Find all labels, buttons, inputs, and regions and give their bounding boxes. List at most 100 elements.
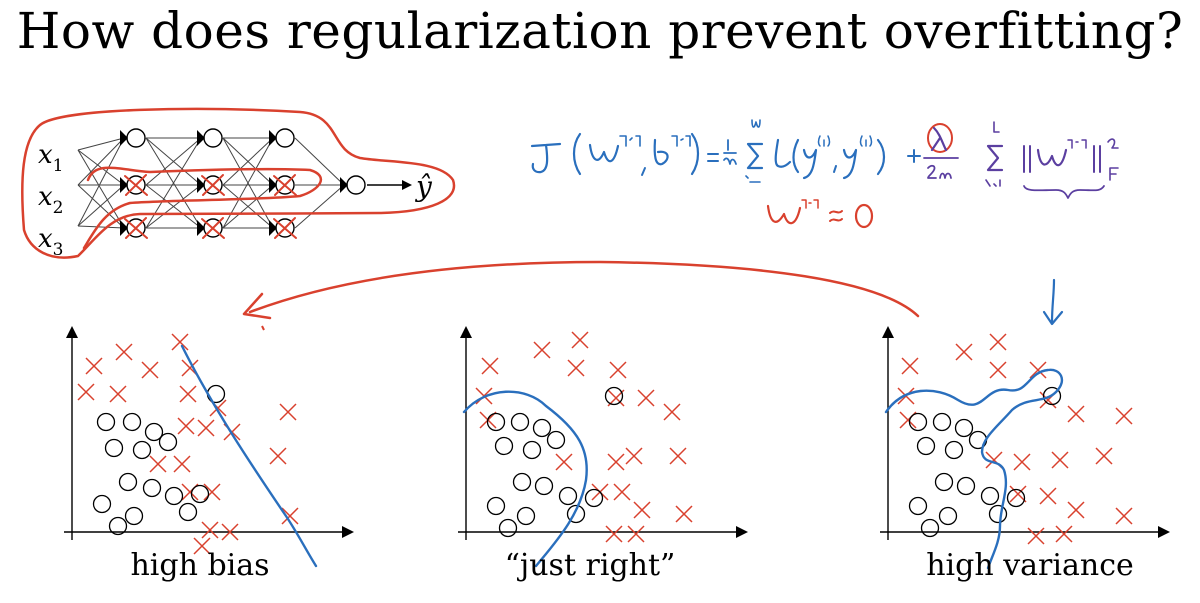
circle-marker	[534, 476, 554, 496]
circle-marker	[980, 486, 1000, 506]
cross-marker	[197, 419, 215, 437]
circle-marker	[510, 412, 530, 432]
cross-marker	[605, 525, 623, 543]
classification-plots	[64, 325, 1170, 570]
circle-marker	[144, 422, 164, 442]
cross-marker	[269, 447, 287, 465]
decision-boundary	[462, 390, 588, 568]
node-activation-mark	[340, 177, 348, 193]
cross-marker	[607, 453, 625, 471]
hidden-node	[269, 217, 297, 239]
cross-marker	[203, 483, 221, 501]
hidden-node	[197, 128, 223, 148]
cross-marker	[955, 343, 973, 361]
neural-network: x1 x2 x3 ŷ	[21, 107, 456, 260]
cross-marker	[1067, 501, 1085, 519]
cross-marker	[141, 361, 159, 379]
circle-marker	[558, 486, 578, 506]
cost-function	[530, 119, 1119, 229]
circle-marker	[604, 386, 624, 406]
network-inner-loop	[82, 166, 323, 250]
y-axis-arrowhead	[882, 326, 894, 338]
cross-marker	[1115, 507, 1133, 525]
cross-marker	[989, 333, 1007, 351]
circle-marker	[908, 496, 928, 516]
circle-marker	[546, 430, 566, 450]
node-activation-mark	[269, 220, 277, 236]
cross-marker	[1029, 361, 1047, 379]
plot-2	[458, 326, 748, 568]
caption-just-right: “just right”	[504, 548, 676, 583]
node-activation-mark	[197, 177, 205, 193]
hidden-node	[197, 217, 225, 239]
cross-marker	[221, 523, 239, 541]
circle-marker	[532, 418, 552, 438]
cross-marker	[633, 501, 651, 519]
node-activation-mark	[269, 177, 277, 193]
cross-marker	[193, 537, 211, 555]
cross-marker	[625, 447, 643, 465]
cross-marker	[1009, 485, 1027, 503]
circle-marker	[190, 484, 210, 504]
circle-marker	[932, 412, 952, 432]
hidden-node	[120, 174, 148, 196]
output-node	[340, 175, 366, 195]
output-arrowhead	[402, 180, 412, 190]
input-x1: x1	[38, 140, 64, 176]
node-activation-mark	[120, 130, 128, 146]
cross-marker	[901, 357, 919, 375]
circle-marker	[944, 440, 964, 460]
circle-marker	[92, 494, 112, 514]
cross-marker	[1027, 527, 1045, 545]
node-dropped-mark	[273, 217, 297, 239]
caption-high-variance: high variance	[926, 548, 1134, 583]
circle-marker	[908, 412, 928, 432]
node-activation-mark	[120, 177, 128, 193]
cross-marker	[171, 333, 189, 351]
circle-marker	[512, 472, 532, 492]
cross-marker	[149, 455, 167, 473]
cross-marker	[481, 357, 499, 375]
x-axis-arrowhead	[342, 526, 354, 538]
cross-marker	[77, 383, 95, 401]
cross-marker	[663, 403, 681, 421]
cross-marker	[567, 359, 585, 377]
node-activation-mark	[197, 220, 205, 236]
circle-marker	[108, 516, 128, 536]
y-axis-arrowhead	[460, 326, 472, 338]
node-dropped-mark	[201, 217, 225, 239]
cross-marker	[1115, 407, 1133, 425]
node-dropped-mark	[124, 217, 148, 239]
circle-marker	[920, 518, 940, 538]
circle-marker	[486, 412, 506, 432]
red-tick-mark	[261, 325, 265, 331]
circle-marker	[916, 436, 936, 456]
red-arrowhead	[242, 292, 272, 320]
cross-marker	[571, 331, 589, 349]
circle-marker	[178, 502, 198, 522]
circle-marker	[1006, 488, 1026, 508]
cross-marker	[609, 361, 627, 379]
cross-marker	[627, 525, 645, 543]
cross-marker	[1095, 447, 1113, 465]
cross-marker	[85, 357, 103, 375]
node-dropped-mark	[273, 174, 297, 196]
decision-boundary	[884, 368, 1064, 570]
cross-marker	[533, 341, 551, 359]
hidden-node	[269, 174, 297, 196]
x-axis-arrowhead	[736, 526, 748, 538]
cross-marker	[675, 505, 693, 523]
circle-marker	[516, 506, 536, 526]
red-curved-arrow	[248, 260, 920, 318]
cross-marker	[179, 385, 197, 403]
circle-marker	[954, 418, 974, 438]
circle-marker	[498, 518, 518, 538]
circle-marker	[494, 436, 514, 456]
cross-marker	[177, 417, 195, 435]
cross-marker	[669, 447, 687, 465]
cross-marker	[1055, 525, 1073, 543]
slide-title: How does regularization prevent overfitt…	[16, 2, 1184, 60]
cross-marker	[555, 453, 573, 471]
cross-marker	[201, 521, 219, 539]
